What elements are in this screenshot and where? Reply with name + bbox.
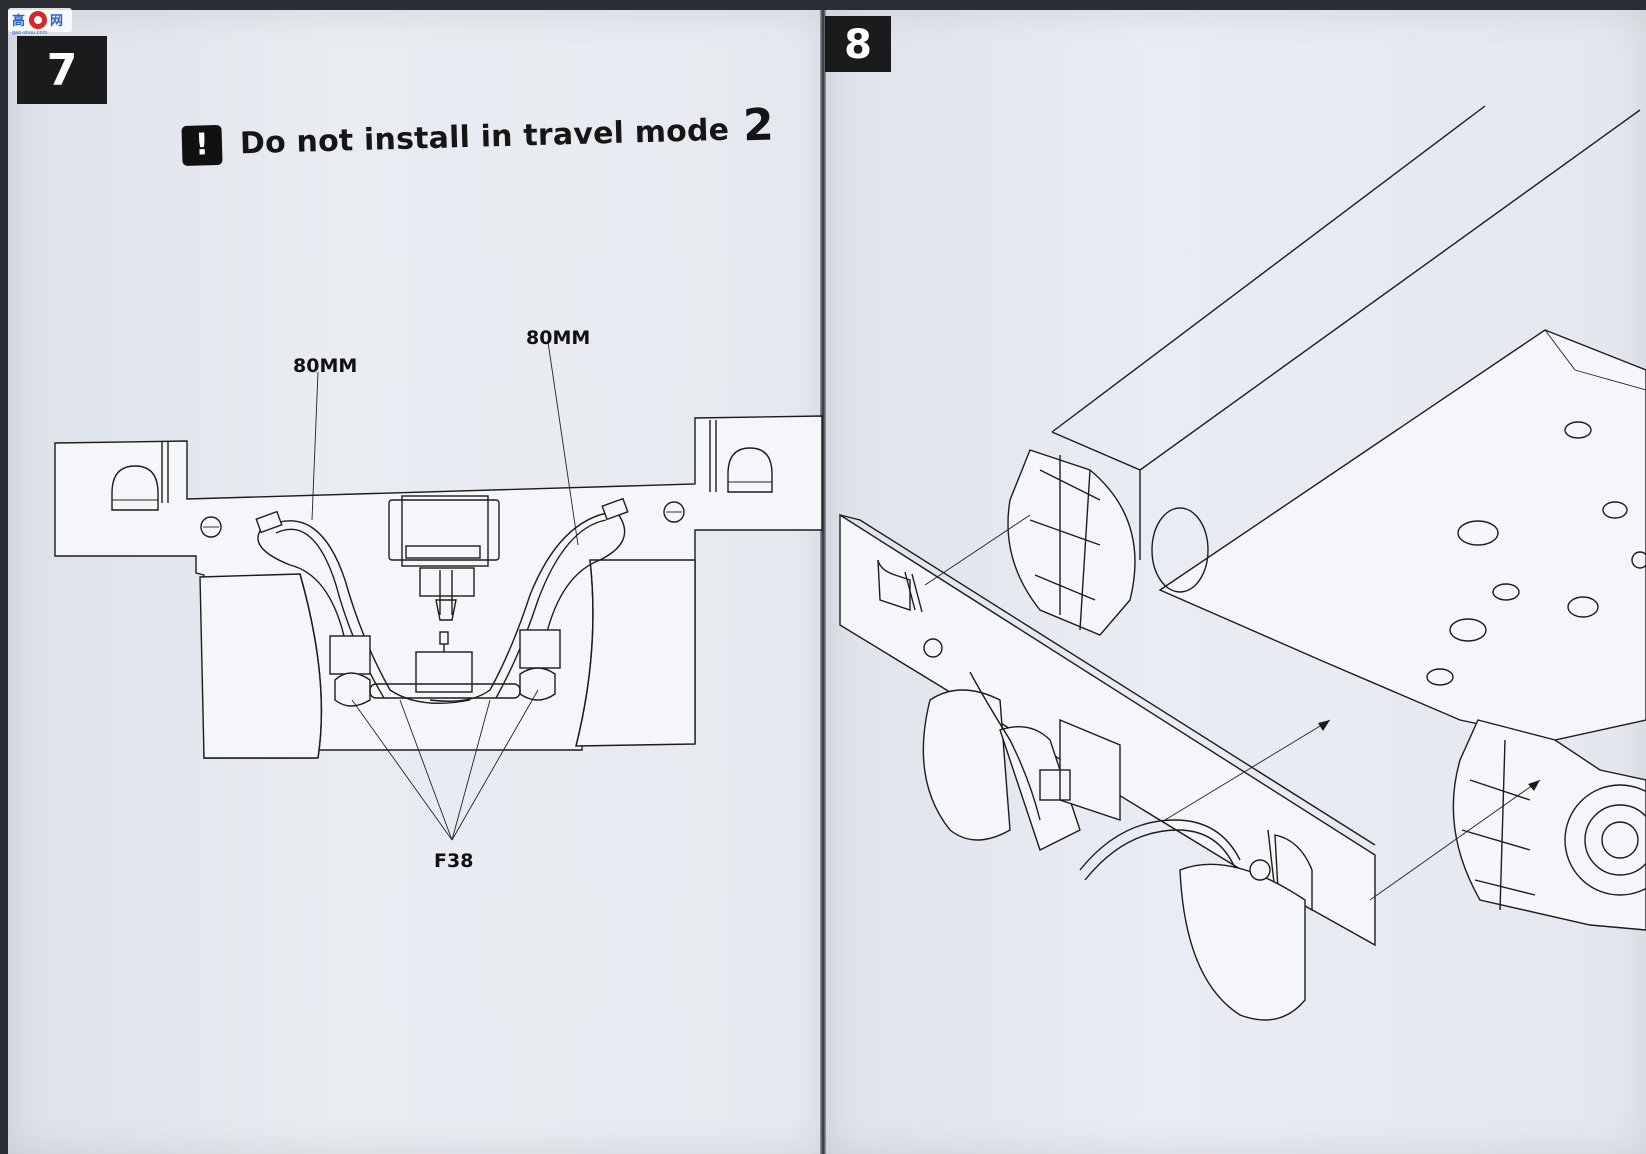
step-8-badge-wrap: 8 bbox=[825, 16, 891, 72]
svg-text:gao-shou.com: gao-shou.com bbox=[12, 30, 48, 36]
step-number-8: 8 bbox=[825, 16, 891, 72]
cable-length-label-left: 80MM bbox=[293, 355, 358, 377]
svg-text:高: 高 bbox=[12, 13, 25, 29]
page-gutter bbox=[820, 10, 826, 1154]
part-number-label: F38 bbox=[434, 850, 474, 872]
svg-text:网: 网 bbox=[50, 14, 63, 29]
cable-length-label-right: 80MM bbox=[526, 327, 591, 349]
step-number-7: 7 bbox=[17, 36, 107, 104]
watermark-logo: 高 网 gao-shou.com bbox=[8, 6, 72, 36]
